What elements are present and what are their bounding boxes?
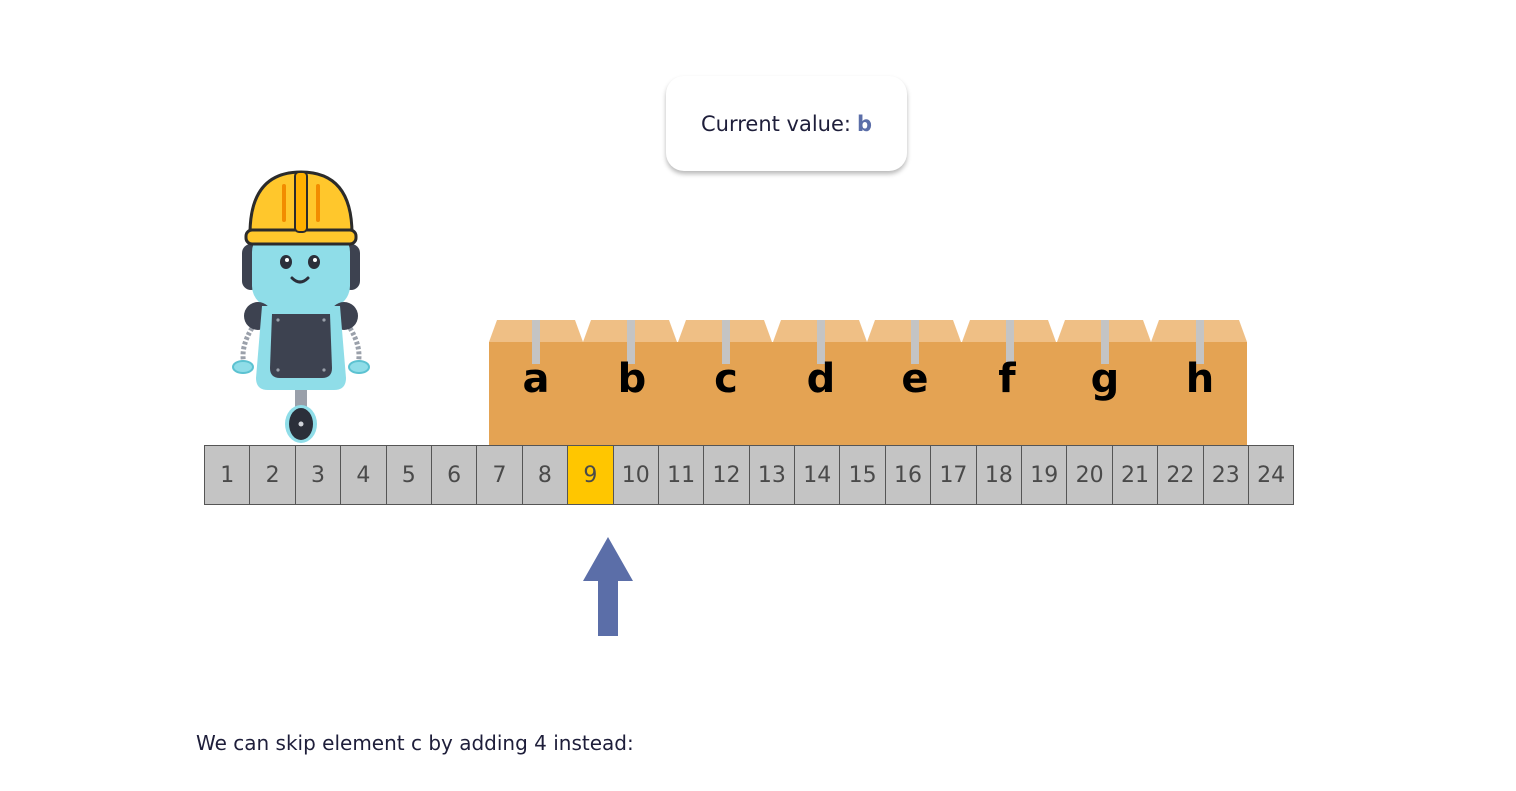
array-cell-highlighted: 9 xyxy=(567,445,614,505)
array-cell: 20 xyxy=(1066,445,1113,505)
array-cell: 10 xyxy=(612,445,659,505)
memory-array: 1 2 3 4 5 6 7 8 9 10 11 12 13 14 15 16 1… xyxy=(204,445,1295,505)
up-arrow-icon xyxy=(583,537,633,636)
array-cell: 2 xyxy=(249,445,296,505)
array-cell: 12 xyxy=(703,445,750,505)
array-cell: 14 xyxy=(794,445,841,505)
current-value-card: Current value: b xyxy=(666,76,907,171)
array-cell: 21 xyxy=(1111,445,1159,505)
box-letter-e: e xyxy=(901,356,929,402)
array-cell: 6 xyxy=(430,445,478,505)
box-letter-h: h xyxy=(1185,356,1215,402)
box-flaps xyxy=(489,320,1247,342)
box-letter-d: d xyxy=(806,356,836,402)
explanation-text: We can skip element c by adding 4 instea… xyxy=(196,731,634,755)
box-letter-a: a xyxy=(522,356,550,402)
current-value: b xyxy=(856,111,873,136)
array-cell: 19 xyxy=(1021,445,1068,505)
robot-with-hardhat-icon xyxy=(232,170,370,443)
box-letter-b: b xyxy=(617,356,647,402)
array-cell: 23 xyxy=(1202,445,1249,505)
array-cell: 22 xyxy=(1157,445,1204,505)
array-cell: 3 xyxy=(294,445,342,505)
array-cell: 15 xyxy=(839,445,886,505)
storage-box xyxy=(489,318,1247,446)
box-letter-f: f xyxy=(998,356,1016,402)
array-cell: 18 xyxy=(975,445,1023,505)
array-cell: 24 xyxy=(1247,445,1295,505)
array-cell: 13 xyxy=(748,445,796,505)
array-cell: 1 xyxy=(204,445,251,505)
box-dividers xyxy=(532,320,1204,364)
array-cell: 4 xyxy=(340,445,387,505)
array-cell: 11 xyxy=(657,445,705,505)
array-cell: 17 xyxy=(930,445,977,505)
box-letter-c: c xyxy=(714,356,738,402)
array-cell: 8 xyxy=(521,445,569,505)
current-value-label: Current value: xyxy=(700,111,851,136)
array-cell: 16 xyxy=(884,445,932,505)
box-graphic xyxy=(489,320,1247,446)
array-cell: 5 xyxy=(385,445,432,505)
array-cell: 7 xyxy=(476,445,523,505)
box-letter-g: g xyxy=(1090,356,1120,402)
